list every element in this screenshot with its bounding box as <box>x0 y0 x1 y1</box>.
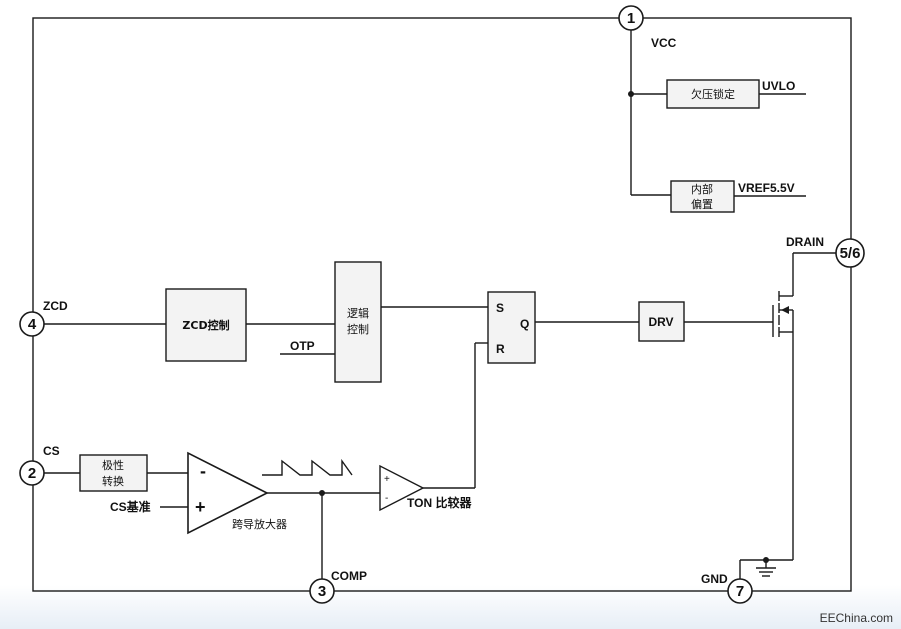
ton-plus: + <box>384 474 390 485</box>
sawtooth-icon <box>262 458 353 476</box>
ota-label: 跨导放大器 <box>232 517 287 531</box>
zcd-control-block <box>165 288 247 362</box>
pin-comp <box>309 578 335 604</box>
ton-minus: - <box>385 493 388 504</box>
vcc-rail <box>628 30 671 196</box>
pin-cs-number: 2 <box>28 465 36 482</box>
comp-label: COMP <box>331 569 367 583</box>
pin-gnd-number: 7 <box>736 583 744 600</box>
watermark: EEChina.com <box>820 611 893 625</box>
uvlo-output-label: UVLO <box>762 79 795 93</box>
pin-drain-number: 5/6 <box>840 245 861 262</box>
ton-label: TON 比较器 <box>407 495 472 510</box>
ota-plus: + <box>195 497 206 517</box>
pin-vcc-number: 1 <box>627 10 635 27</box>
logic-control-block <box>334 261 382 383</box>
chip-outline <box>32 17 852 592</box>
cs-label: CS <box>43 444 60 458</box>
zcd-control-label: ZCD控制 <box>182 318 229 332</box>
sr-latch-q: Q <box>520 317 529 331</box>
sr-latch <box>487 291 536 364</box>
pin-comp-number: 3 <box>318 583 326 600</box>
sr-latch-r: R <box>496 342 505 356</box>
drv-block <box>638 301 685 342</box>
bias-block <box>670 180 735 213</box>
polarity-line1: 极性 <box>102 458 124 472</box>
drv-label: DRV <box>648 315 673 329</box>
vref-output-label: VREF5.5V <box>738 181 795 195</box>
logic-control-line2: 控制 <box>347 322 369 336</box>
cs-ref-label: CS基准 <box>110 499 151 514</box>
power-mosfet-symbol <box>772 291 794 337</box>
sr-latch-s: S <box>496 301 504 315</box>
uvlo-block <box>666 79 760 109</box>
pin-vcc <box>618 5 644 31</box>
pin-cs <box>19 460 45 486</box>
otp-label: OTP <box>290 339 315 353</box>
gnd-label: GND <box>701 572 728 586</box>
drain-label: DRAIN <box>786 235 824 249</box>
logic-control-line1: 逻辑 <box>347 306 369 320</box>
pin-gnd <box>727 578 753 604</box>
polarity-line2: 转换 <box>102 474 124 488</box>
ota-minus: - <box>200 461 206 481</box>
pin-zcd <box>19 311 45 337</box>
ota-symbol <box>187 451 269 535</box>
zcd-label: ZCD <box>43 299 68 313</box>
ton-comparator-symbol <box>379 464 425 512</box>
pin-zcd-number: 4 <box>28 316 37 333</box>
uvlo-block-label: 欠压锁定 <box>691 87 735 101</box>
bias-block-line2: 偏置 <box>691 197 713 211</box>
ground-icon <box>756 560 776 577</box>
pin-drain <box>835 238 865 268</box>
bias-block-line1: 内部 <box>691 182 713 196</box>
vcc-label: VCC <box>651 36 677 50</box>
